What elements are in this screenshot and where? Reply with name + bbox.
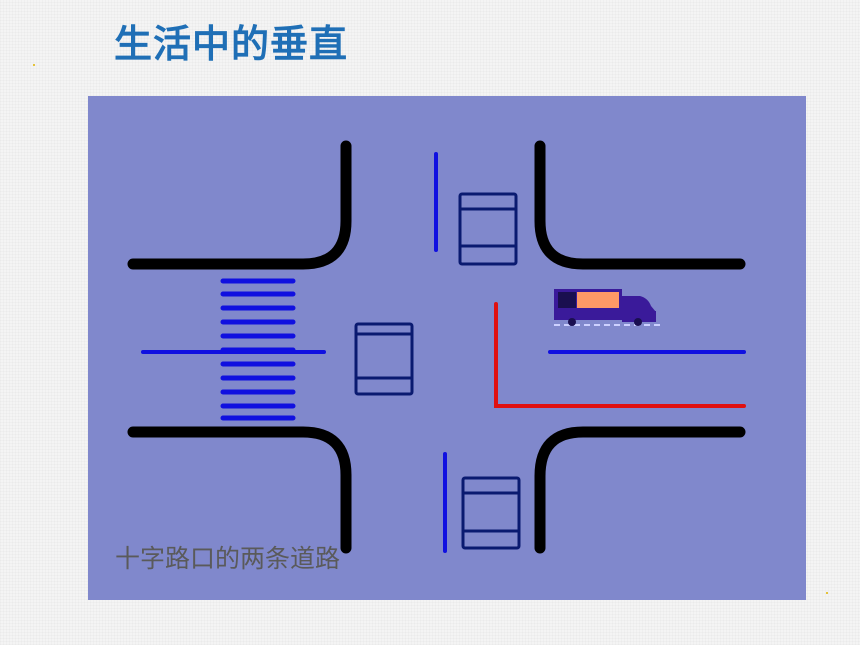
decor-dot-right (826, 592, 828, 594)
slide-title: 生活中的垂直 (114, 22, 349, 66)
curb-top-left (127, 140, 352, 270)
car-top (458, 192, 518, 266)
curb-top-right (534, 140, 746, 270)
illustration-caption: 十字路口的两条道路 (115, 544, 341, 573)
crosswalk (220, 278, 296, 421)
perpendicular-mark (494, 302, 746, 408)
curb-bottom-right (534, 426, 746, 554)
car-bottom (461, 476, 521, 550)
curb-bottom-left (127, 426, 352, 554)
road-curbs (127, 140, 746, 554)
cars (354, 192, 521, 550)
truck-icon (554, 289, 662, 326)
intersection-illustration: 十字路口的两条道路 (88, 96, 806, 600)
car-middle (354, 322, 414, 396)
intersection-drawing (127, 140, 746, 554)
decor-dot-left (33, 64, 35, 66)
